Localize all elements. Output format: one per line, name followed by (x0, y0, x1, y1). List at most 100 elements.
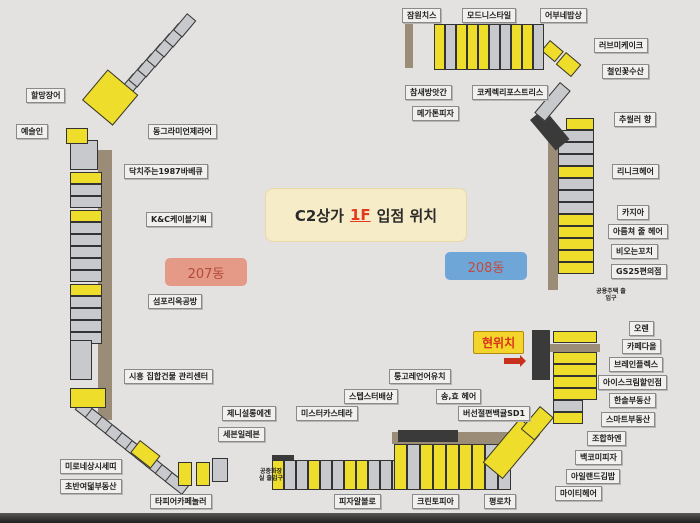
store-unit (558, 238, 594, 250)
photo-edge-shadow (0, 513, 700, 523)
store-unit (558, 190, 594, 202)
store-unit (478, 24, 489, 70)
store-unit (368, 460, 380, 490)
store-unit (272, 460, 284, 490)
store-unit (70, 258, 102, 270)
store-unit (553, 412, 583, 424)
building-208-label: 208동 (445, 252, 527, 280)
store-label: 제니설롱에겐 (222, 406, 277, 421)
store-unit (446, 444, 459, 490)
store-label: 브레인플렉스 (609, 357, 664, 372)
store-label: 카페다올 (622, 339, 662, 354)
store-unit (196, 462, 210, 486)
store-unit (522, 24, 533, 70)
store-unit (558, 262, 594, 274)
store-unit (434, 24, 445, 70)
store-unit (533, 24, 544, 70)
store-label: 모드니스타일 (462, 8, 517, 23)
store-unit (70, 308, 102, 320)
store-unit (566, 118, 594, 130)
store-unit (66, 128, 88, 144)
store-label: 추씰러 향 (614, 112, 657, 127)
store-unit (70, 234, 102, 246)
store-unit (558, 178, 594, 190)
store-label: 카지아 (617, 205, 650, 220)
store-unit (433, 444, 446, 490)
store-unit (553, 352, 597, 364)
store-label: 시흥 집합건물 관리센터 (124, 369, 214, 384)
store-unit (558, 154, 594, 166)
store-unit (558, 250, 594, 262)
corridor (405, 24, 413, 68)
store-label: 미로네상시세띠 (60, 459, 122, 474)
store-unit (553, 364, 597, 376)
store-label: 평로차 (484, 494, 517, 509)
current-location-arrow-icon (504, 355, 526, 367)
store-unit (420, 444, 433, 490)
store-label: 세븐일레븐 (218, 427, 265, 442)
store-label: 할망장어 (26, 88, 66, 103)
store-unit (308, 460, 320, 490)
store-label: 피자알볼로 (334, 494, 381, 509)
store-label: 동그라미언제라어 (148, 124, 217, 139)
store-label: 어부네밥상 (540, 8, 587, 23)
store-unit (212, 458, 228, 482)
store-unit (70, 246, 102, 258)
store-unit (70, 296, 102, 308)
store-unit (532, 330, 550, 380)
store-label: 미스터카스테라 (296, 406, 358, 421)
store-label: 백코미피자 (575, 450, 622, 465)
store-unit (456, 24, 467, 70)
current-location-badge: 현위치 (473, 331, 525, 354)
store-unit (70, 270, 102, 282)
store-label: 오렌 (629, 321, 654, 336)
store-unit (70, 196, 102, 208)
store-unit (467, 24, 478, 70)
store-label: 철인꽃수산 (602, 64, 649, 79)
store-label: 리니크헤어 (612, 164, 659, 179)
store-label: 조합하엔 (587, 431, 627, 446)
store-label: 아일랜드김밥 (566, 469, 621, 484)
store-label: 아이스크림할인점 (598, 375, 667, 390)
store-unit (70, 172, 102, 184)
store-unit (296, 460, 308, 490)
store-label: 참새방앗간 (405, 85, 452, 100)
store-label: 비오는꼬치 (611, 244, 658, 259)
store-unit (394, 444, 407, 490)
store-label: 스마트부동산 (601, 412, 656, 427)
store-unit (380, 460, 392, 490)
store-unit (70, 340, 92, 380)
store-unit (178, 462, 192, 486)
store-unit (472, 444, 485, 490)
store-label: 크린토피아 (412, 494, 459, 509)
store-unit (70, 210, 102, 222)
store-unit (70, 388, 106, 408)
store-unit (553, 400, 583, 412)
store-unit (284, 460, 296, 490)
store-label: GS25편의점 (611, 264, 667, 279)
store-label: 닥치주는1987바베큐 (124, 164, 208, 179)
store-unit (553, 331, 597, 343)
store-label: 퉁고레언어유치 (389, 369, 451, 384)
store-unit (558, 214, 594, 226)
store-label: 버선절편백귤SD1 (458, 406, 531, 421)
store-label: 타피어카페놀러 (150, 494, 212, 509)
restroom-note-right: 공용주택 출입구 (596, 288, 626, 302)
store-unit (320, 460, 332, 490)
store-label: 아름쳐 줄 헤어 (608, 224, 668, 239)
store-unit (500, 24, 511, 70)
title-floor: 1F (349, 206, 371, 224)
store-label: 코케렉리포스트리스 (472, 85, 549, 100)
title-prefix: C2상가 (294, 206, 344, 225)
store-unit (356, 460, 368, 490)
store-label: 스텝스터배상 (344, 389, 399, 404)
title-suffix: 입점 위치 (376, 206, 438, 225)
map-title: C2상가 1F 입점 위치 (265, 188, 467, 242)
building-207-label: 207동 (165, 258, 247, 286)
store-unit (489, 24, 500, 70)
restroom-note-left: 공중화장실 출입구 (258, 468, 284, 482)
store-label: 한솔부동산 (609, 393, 656, 408)
store-label: 섬포리옥공방 (148, 294, 203, 309)
store-unit (70, 284, 102, 296)
store-unit (558, 202, 594, 214)
